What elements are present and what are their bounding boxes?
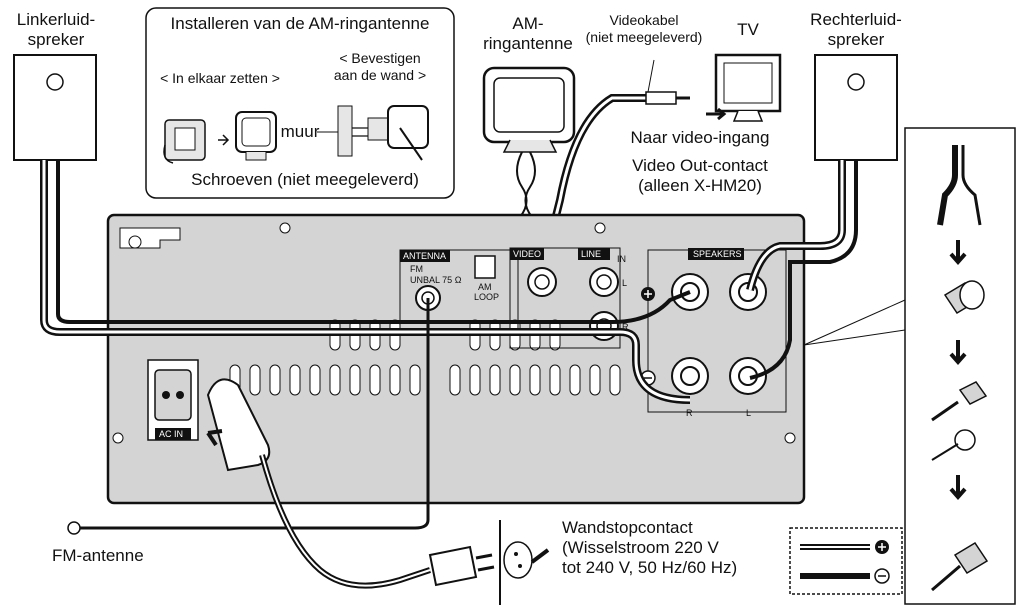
wall-label: muur (280, 122, 320, 141)
screws-label: Schroeven (niet meegeleverd) (191, 170, 419, 189)
line-label: LINE (581, 249, 601, 259)
tv-label: TV (737, 20, 759, 39)
fm-label: FM (410, 264, 423, 274)
speaker-cables (40, 160, 858, 404)
am-label: AM (478, 282, 492, 292)
step-arrow-icon (949, 340, 967, 366)
tv (714, 53, 782, 122)
arrow-to-tv-icon (706, 107, 727, 121)
speakers-label: SPEAKERS (693, 249, 742, 259)
polarity-legend (789, 527, 903, 595)
plug-in-arrow-icon (206, 429, 223, 447)
video-label: VIDEO (513, 249, 541, 259)
am-antenna-label: AM- ringantenne (483, 14, 573, 53)
main-unit-rear-panel (106, 213, 806, 505)
left-speaker-label: Linkerluid- spreker (16, 10, 96, 49)
video-cable (538, 59, 690, 273)
arrow-to-socket-icon (530, 548, 550, 564)
to-video-input-label: Naar video-ingang (630, 128, 770, 147)
ac-in-label: AC IN (159, 429, 183, 439)
unbal-label: UNBAL 75 Ω (410, 275, 462, 285)
speaker-l-label: L (746, 408, 751, 418)
video-cable-label: Videokabel (niet meegeleverd) (585, 12, 703, 45)
line-l-label: L (622, 278, 627, 288)
loop-label: LOOP (474, 292, 499, 302)
am-install-box (145, 7, 455, 199)
fm-antenna-wire (67, 298, 430, 535)
step-arrow-icon (949, 475, 967, 501)
wall-socket (499, 520, 550, 605)
assemble-label: < In elkaar zetten > (160, 70, 280, 86)
install-title: Installeren van de AM-ringantenne (170, 14, 430, 33)
fm-antenna-label: FM-antenne (52, 546, 144, 565)
right-speaker-label: Rechterluid- spreker (810, 10, 902, 49)
in-label: IN (617, 254, 626, 264)
wall-mount-label: < Bevestigen aan de wand > (333, 50, 427, 83)
antenna-label: ANTENNA (403, 251, 446, 261)
wall-socket-label: Wandstopcontact (Wisselstroom 220 V tot … (562, 518, 738, 577)
terminal-detail-box (803, 127, 1016, 605)
step-arrow-icon (949, 240, 967, 266)
line-r-label: R (622, 322, 629, 332)
video-out-label: Video Out-contact (alleen X-HM20) (632, 156, 768, 195)
power-cord (206, 378, 495, 589)
left-speaker (13, 54, 97, 161)
speaker-r-label: R (686, 408, 693, 418)
right-speaker (814, 54, 898, 161)
